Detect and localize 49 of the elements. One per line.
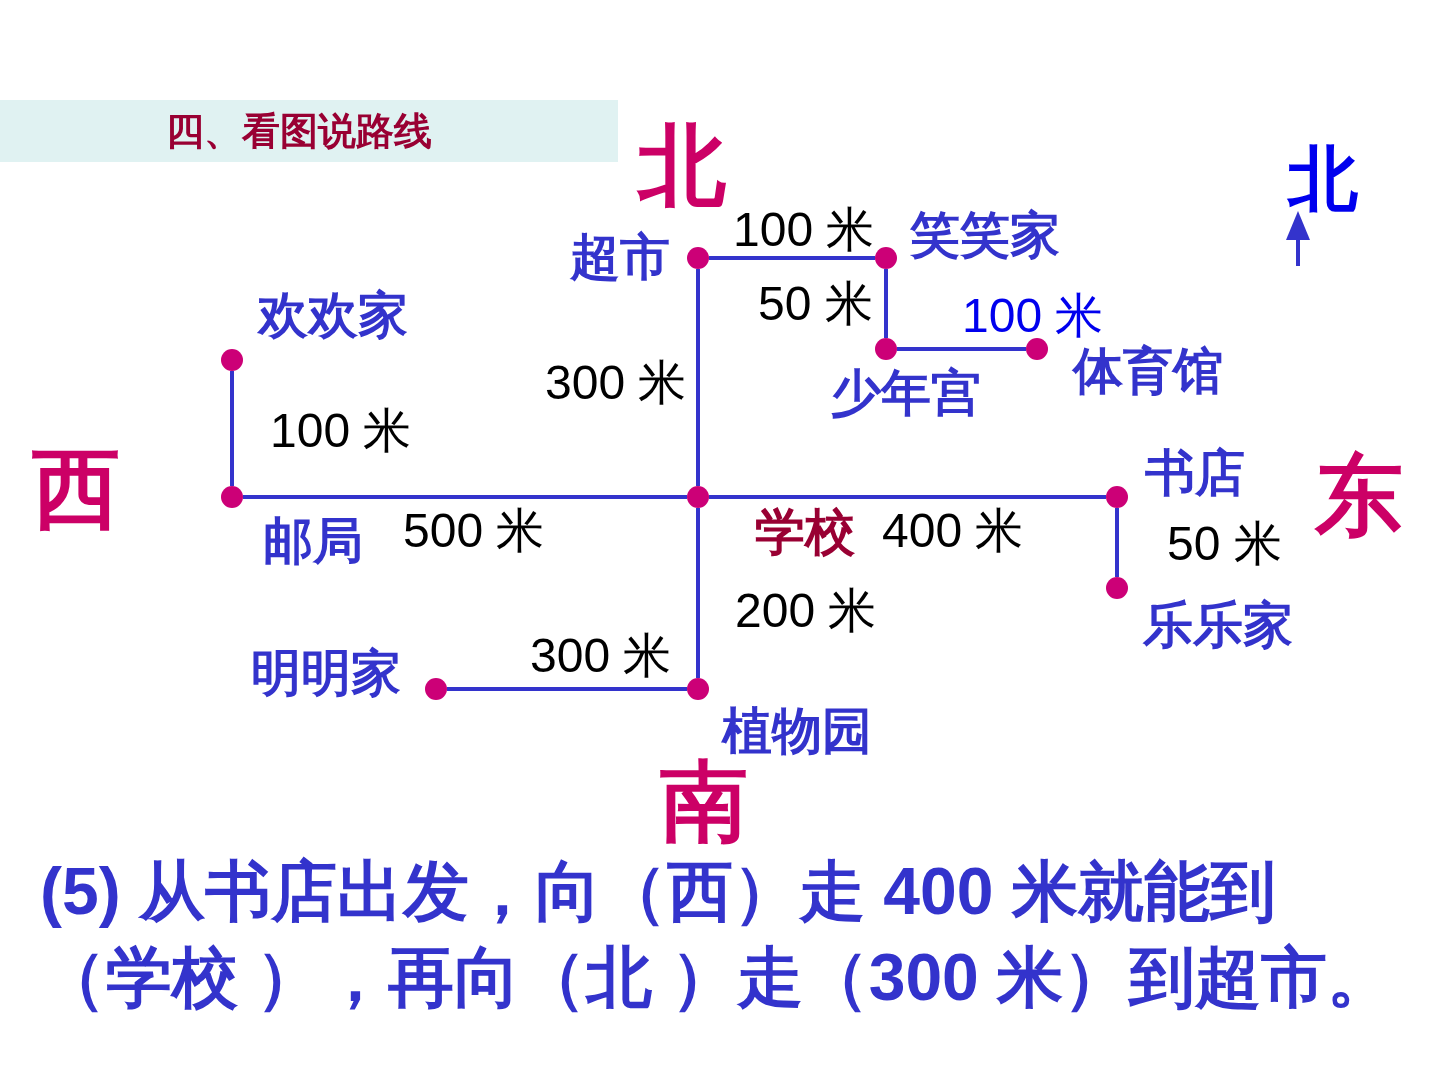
direction-label: 东: [1315, 452, 1403, 540]
direction-label: 北: [1288, 144, 1358, 214]
distance-label: 100 米: [733, 206, 875, 254]
place-label: 邮局: [263, 516, 363, 566]
place-label: 体育馆: [1073, 346, 1223, 396]
road-line: [243, 495, 687, 499]
distance-label: 200 米: [735, 587, 877, 635]
distance-label: 50 米: [1167, 520, 1282, 568]
distance-label: 300 米: [530, 632, 672, 680]
location-dot: [1106, 577, 1128, 599]
place-label: 书店: [1145, 448, 1245, 498]
place-label: 欢欢家: [258, 290, 408, 340]
place-label: 超市: [570, 232, 670, 282]
road-line: [696, 508, 700, 678]
place-label: 植物园: [722, 706, 872, 756]
place-label: 笑笑家: [910, 210, 1060, 260]
road-line: [884, 269, 888, 338]
road-line: [897, 347, 1026, 351]
road-line: [696, 269, 700, 486]
location-dot: [875, 338, 897, 360]
location-dot: [221, 349, 243, 371]
distance-label: 50 米: [758, 280, 873, 328]
location-dot: [687, 247, 709, 269]
place-label: 乐乐家: [1143, 600, 1293, 650]
location-dot: [221, 486, 243, 508]
distance-label: 300 米: [545, 359, 687, 407]
location-dot: [1026, 338, 1048, 360]
road-line: [230, 371, 234, 486]
place-label: 明明家: [251, 648, 401, 698]
location-dot: [425, 678, 447, 700]
distance-label: 500 米: [403, 507, 545, 555]
title-banner: 四、看图说路线: [0, 100, 618, 162]
road-line: [709, 256, 875, 260]
location-dot: [1106, 486, 1128, 508]
road-line: [1115, 508, 1119, 577]
direction-label: 西: [32, 445, 120, 533]
road-line: [447, 687, 687, 691]
road-line: [709, 495, 1106, 499]
distance-label: 100 米: [270, 407, 412, 455]
question-text: (5) 从书店出发，向（西）走 400 米就能到（学校 ），再向（北 ）走（300 米）到超市。: [40, 853, 1395, 1016]
distance-label: 400 米: [882, 507, 1024, 555]
place-label: 少年宫: [831, 368, 981, 418]
direction-label: 南: [660, 758, 748, 846]
location-dot: [687, 678, 709, 700]
direction-label: 北: [638, 122, 726, 210]
location-dot: [687, 486, 709, 508]
distance-label: 100 米: [962, 292, 1104, 340]
location-dot: [875, 247, 897, 269]
place-label: 学校: [755, 507, 855, 557]
